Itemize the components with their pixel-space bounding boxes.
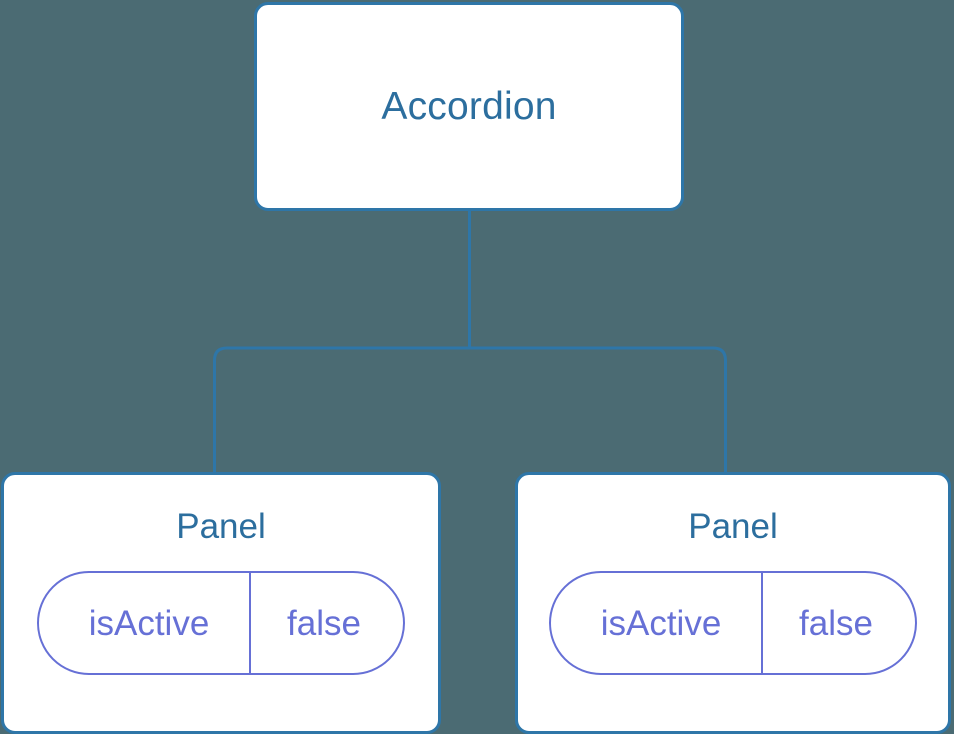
state-pill-value-panel-right: false bbox=[799, 603, 873, 643]
state-pill-key-panel-right: isActive bbox=[551, 573, 763, 673]
node-panel-left[interactable]: Panel isActive false bbox=[1, 472, 441, 734]
state-pill-key-panel-left: isActive bbox=[39, 573, 251, 673]
node-panel-right[interactable]: Panel isActive false bbox=[515, 472, 951, 734]
state-pill-panel-right[interactable]: isActive false bbox=[549, 571, 917, 675]
node-accordion[interactable]: Accordion bbox=[254, 2, 684, 211]
state-pill-value-panel-left: false bbox=[287, 603, 361, 643]
node-panel-right-label: Panel bbox=[688, 507, 778, 546]
state-pill-panel-left[interactable]: isActive false bbox=[37, 571, 405, 675]
connector-to-panel-right bbox=[469, 346, 727, 474]
connector-to-panel-left bbox=[213, 346, 470, 474]
node-accordion-label: Accordion bbox=[381, 85, 557, 128]
node-panel-left-label: Panel bbox=[176, 507, 266, 546]
